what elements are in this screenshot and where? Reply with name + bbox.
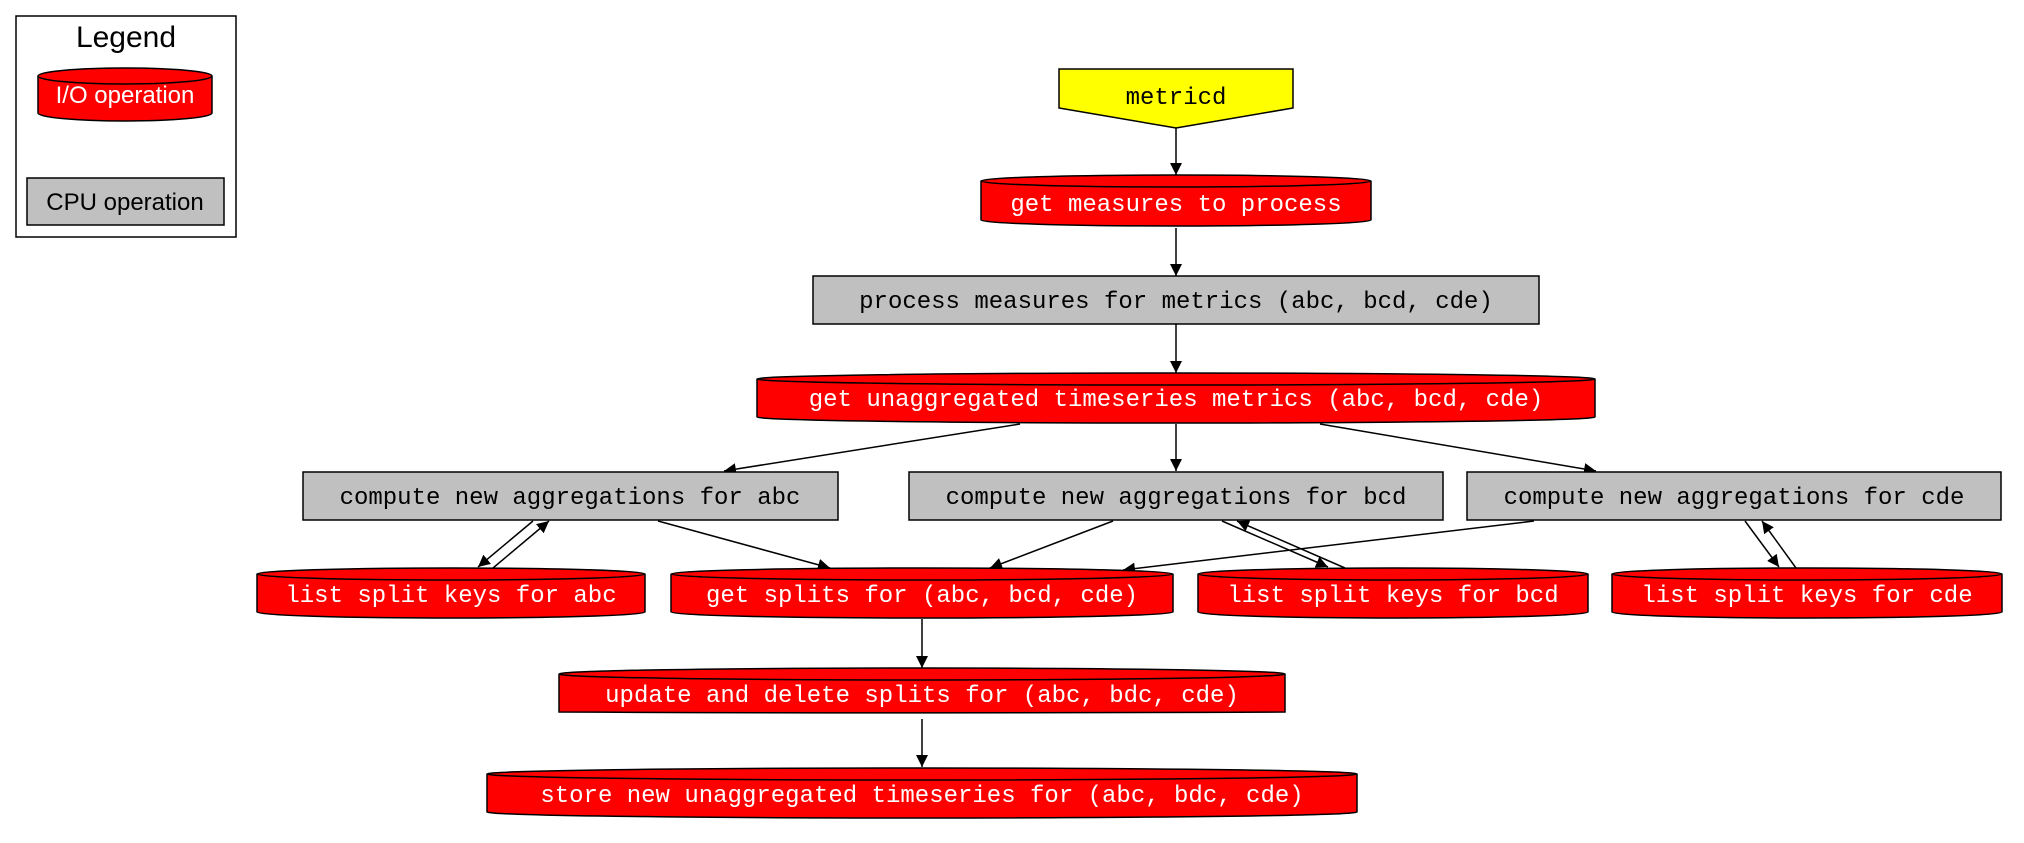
legend: Legend I/O operation CPU operation xyxy=(15,15,237,238)
node-process-measures-label: process measures for metrics (abc, bcd, … xyxy=(859,289,1493,316)
node-get-measures: get measures to process xyxy=(980,174,1372,227)
node-compute-abc: compute new aggregations for abc xyxy=(302,471,839,521)
edge-unaggregated-compute-cde xyxy=(1319,423,1597,475)
edge-list-bcd-compute-bcd xyxy=(1236,520,1346,569)
node-get-unaggregated: get unaggregated timeseries metrics (abc… xyxy=(756,372,1596,424)
edges xyxy=(477,128,1797,767)
node-store-new: store new unaggregated timeseries for (a… xyxy=(486,767,1358,819)
legend-cpu-shape: CPU operation xyxy=(26,177,225,226)
edge-compute-bcd-list-bcd xyxy=(1221,520,1329,568)
node-compute-cde: compute new aggregations for cde xyxy=(1466,471,2002,521)
node-get-splits: get splits for (abc, bcd, cde) xyxy=(670,567,1174,619)
node-get-unaggregated-label: get unaggregated timeseries metrics (abc… xyxy=(809,387,1544,414)
edge-list-cde-compute-cde xyxy=(1761,520,1797,569)
node-list-split-cde-label: list split keys for cde xyxy=(1641,583,1972,610)
legend-io-shape: I/O operation xyxy=(37,67,213,122)
node-list-split-bcd-label: list split keys for bcd xyxy=(1227,583,1558,610)
edge-compute-abc-get-splits xyxy=(657,520,831,571)
legend-io-label: I/O operation xyxy=(56,82,195,109)
edge-compute-cde-get-splits xyxy=(1122,520,1535,575)
node-get-measures-label: get measures to process xyxy=(1010,192,1341,219)
node-list-split-abc-label: list split keys for abc xyxy=(285,583,616,610)
node-list-split-bcd: list split keys for bcd xyxy=(1197,567,1589,619)
legend-cpu-label: CPU operation xyxy=(46,189,203,216)
node-compute-bcd-label: compute new aggregations for bcd xyxy=(946,485,1407,512)
node-get-splits-label: get splits for (abc, bcd, cde) xyxy=(706,583,1138,610)
node-list-split-abc: list split keys for abc xyxy=(256,567,646,619)
node-compute-bcd: compute new aggregations for bcd xyxy=(908,471,1444,521)
node-metricd-label: metricd xyxy=(1126,85,1227,112)
node-compute-abc-label: compute new aggregations for abc xyxy=(340,485,801,512)
node-update-delete-label: update and delete splits for (abc, bdc, … xyxy=(605,683,1239,710)
nodes: metricd get measures to process process … xyxy=(256,68,2003,819)
edge-list-abc-compute-abc xyxy=(492,520,550,569)
edge-compute-abc-list-abc xyxy=(477,520,534,568)
edge-unaggregated-compute-abc xyxy=(723,423,1021,476)
node-compute-cde-label: compute new aggregations for cde xyxy=(1504,485,1965,512)
node-process-measures: process measures for metrics (abc, bcd, … xyxy=(812,275,1540,325)
node-store-new-label: store new unaggregated timeseries for (a… xyxy=(540,783,1303,810)
node-metricd: metricd xyxy=(1058,68,1294,129)
edge-compute-cde-list-cde xyxy=(1744,520,1780,568)
node-update-delete: update and delete splits for (abc, bdc, … xyxy=(558,667,1286,714)
edge-compute-bcd-get-splits xyxy=(989,520,1114,570)
legend-title: Legend xyxy=(76,21,176,54)
node-list-split-cde: list split keys for cde xyxy=(1611,567,2003,619)
